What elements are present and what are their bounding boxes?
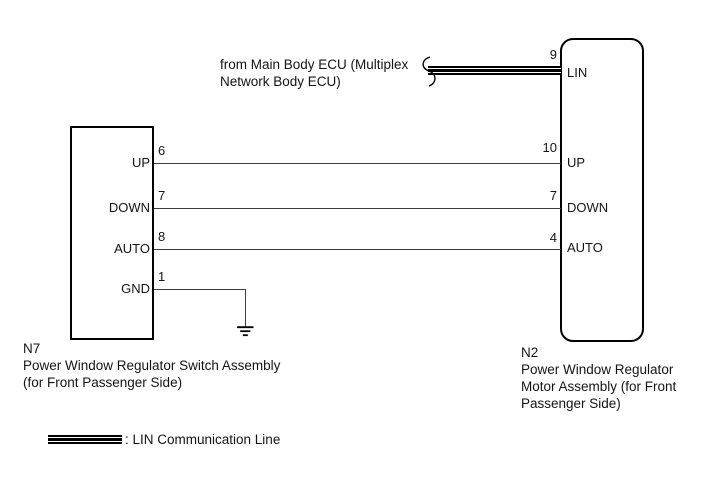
ecu-source-note-line1: from Main Body ECU (Multiplex [220, 57, 409, 72]
motor-caption-line3: Motor Assembly (for Front [521, 379, 677, 394]
switch-assembly-caption: N7 Power Window Regulator Switch Assembl… [23, 340, 280, 391]
pin-number-motor-up: 10 [542, 140, 557, 155]
ground-wire-horizontal [154, 289, 246, 291]
pin-number-switch-up: 6 [158, 143, 166, 158]
pin-number-switch-auto: 8 [158, 229, 166, 244]
ecu-source-note: from Main Body ECU (Multiplex Network Bo… [220, 56, 408, 90]
motor-assembly-box [560, 38, 644, 342]
down-wire [154, 208, 561, 210]
switch-caption-id: N7 [23, 341, 41, 356]
up-wire [154, 163, 561, 165]
wire-break-icon [422, 56, 436, 87]
legend-label: : LIN Communication Line [125, 432, 281, 447]
pin-label-switch-down: DOWN [108, 200, 150, 215]
auto-wire [154, 249, 561, 251]
pin-number-switch-gnd: 1 [158, 269, 166, 284]
pin-number-switch-down: 7 [158, 188, 166, 203]
switch-caption-line3: (for Front Passenger Side) [23, 375, 183, 390]
motor-caption-line4: Passenger Side) [521, 396, 621, 411]
pin-number-motor-down: 7 [549, 188, 557, 203]
motor-caption-id: N2 [521, 345, 539, 360]
ground-wire-vertical [245, 289, 247, 328]
pin-number-motor-lin: 9 [549, 47, 557, 62]
pin-label-motor-down: DOWN [567, 200, 609, 215]
switch-assembly-box [70, 126, 154, 340]
legend-lin-line-sample [48, 435, 122, 444]
ground-icon [237, 326, 254, 337]
pin-number-motor-auto: 4 [549, 230, 557, 245]
lin-communication-wire [428, 66, 561, 75]
pin-label-motor-auto: AUTO [567, 240, 603, 255]
switch-caption-line2: Power Window Regulator Switch Assembly [23, 358, 281, 373]
pin-label-motor-up: UP [567, 155, 586, 170]
pin-label-switch-auto: AUTO [114, 241, 150, 256]
motor-caption-line2: Power Window Regulator [521, 362, 674, 377]
pin-label-switch-gnd: GND [121, 281, 150, 296]
pin-label-motor-lin: LIN [567, 65, 588, 80]
motor-assembly-caption: N2 Power Window Regulator Motor Assembly… [521, 344, 676, 412]
pin-label-switch-up: UP [131, 155, 150, 170]
ecu-source-note-line2: Network Body ECU) [220, 74, 341, 89]
